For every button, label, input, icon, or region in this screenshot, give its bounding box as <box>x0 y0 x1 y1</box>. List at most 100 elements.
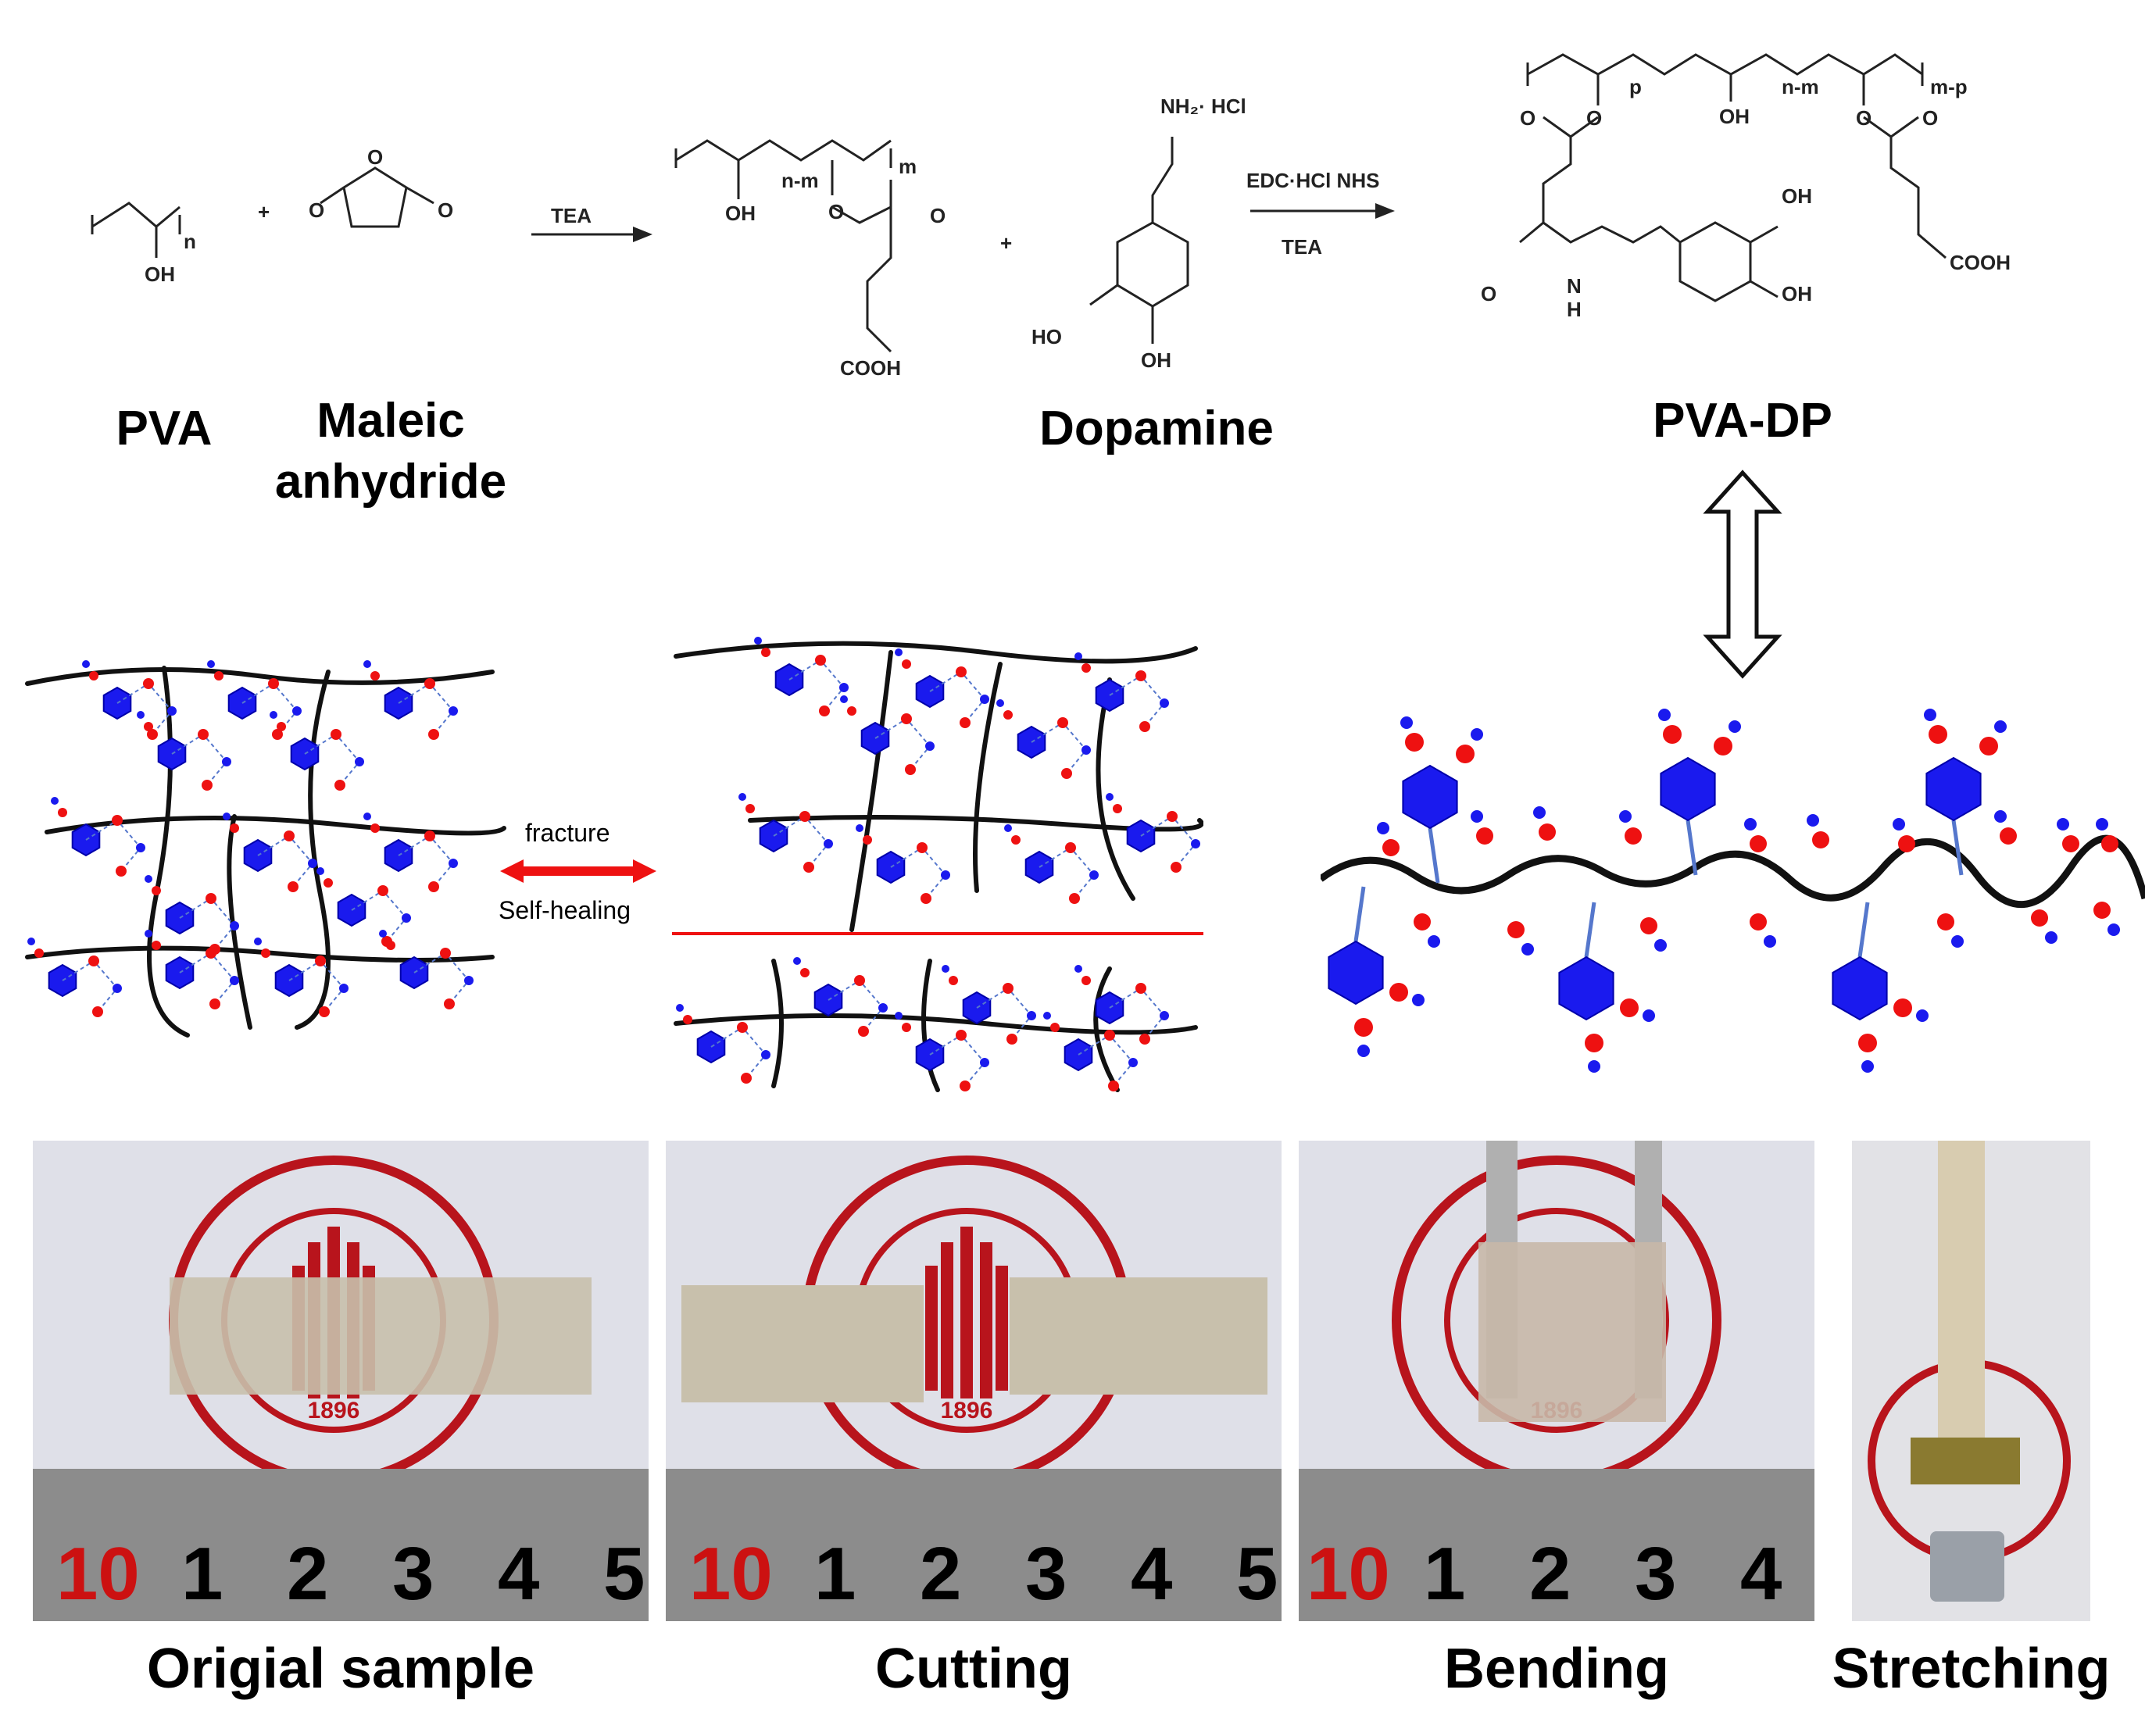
benzene-ring-icon <box>1402 764 1458 830</box>
hydrogen-atom <box>2107 923 2120 936</box>
oxygen-atom <box>424 830 435 841</box>
oxygen-atom <box>1104 1030 1115 1041</box>
hydrogen-bond <box>398 682 455 735</box>
anhydride-o-right: O <box>438 198 453 222</box>
oxygen-atom <box>1414 913 1431 931</box>
hydrogen-atom <box>1160 1011 1169 1020</box>
hydrogen-atom <box>1619 810 1632 823</box>
hydrogen-atom <box>2096 818 2108 830</box>
hydrogen-bond <box>1109 987 1166 1040</box>
oxygen-atom <box>1405 733 1424 752</box>
hydrogen-bond <box>890 846 947 899</box>
oxygen-atom <box>206 948 216 959</box>
hydrogen-atom <box>82 660 90 668</box>
oxygen-atom <box>683 1015 692 1024</box>
polymer-chain <box>227 814 252 1030</box>
hydrogen-atom <box>1893 818 1905 830</box>
hydrogen-bond <box>1031 721 1088 774</box>
oxygen-atom <box>261 948 270 958</box>
product-carbonyl-o-left: O <box>1520 106 1535 130</box>
hydrogen-atom <box>895 1012 903 1020</box>
oxygen-atom <box>1139 1034 1150 1045</box>
oxygen-atom <box>1750 835 1767 852</box>
oxygen-atom <box>1714 737 1732 755</box>
hydrogen-bond <box>85 819 142 872</box>
product-ester-o-right: O <box>1856 106 1872 130</box>
oxygen-atom <box>370 823 380 833</box>
hydrogen-atom <box>1400 716 1413 729</box>
oxygen-atom <box>1937 913 1954 931</box>
polymer-chain <box>973 662 1003 893</box>
ruler-num-4: 4 <box>1131 1532 1173 1616</box>
pva-dp-chain-diagram <box>1321 709 2145 1073</box>
hydrogen-atom <box>1994 810 2007 823</box>
reagent-edc-nhs: EDC·HCl NHS <box>1246 169 1379 192</box>
oxygen-atom <box>2062 835 2079 852</box>
hydrogen-atom <box>402 913 411 923</box>
oxygen-atom <box>1108 1081 1119 1091</box>
hydrogen-atom <box>449 859 458 868</box>
ruler-numbers: 10 1 2 3 4 5 <box>666 1531 1282 1616</box>
hydrogen-atom <box>207 660 215 668</box>
oxygen-atom <box>1003 710 1013 720</box>
hydrogen-atom <box>1521 943 1534 956</box>
oxygen-atom <box>1113 804 1122 813</box>
polymer-chain <box>295 670 331 1030</box>
oxygen-atom <box>1812 831 1829 848</box>
oxygen-atom <box>206 893 216 904</box>
oxygen-atom <box>1061 768 1072 779</box>
hydrogen-atom <box>1128 1058 1138 1067</box>
hydrogen-atom <box>1744 818 1757 830</box>
oxygen-atom <box>1139 721 1150 732</box>
hydrogen-atom <box>1004 824 1012 832</box>
oxygen-atom <box>214 671 223 680</box>
dopamine-oh-text: OH <box>1141 348 1171 372</box>
polymer-chain <box>25 667 495 686</box>
hydrogen-atom <box>363 660 371 668</box>
photo-original-sample: 1896 10 1 2 3 4 5 <box>33 1141 649 1621</box>
hydrogen-atom <box>1043 1012 1051 1020</box>
side-chain <box>1353 886 1366 942</box>
hydrogen-atom <box>1916 1009 1929 1022</box>
intermediate-carbonyl-o: O <box>930 204 946 227</box>
oxygen-atom <box>143 678 154 689</box>
oxygen-atom <box>1065 842 1076 853</box>
hydrogen-atom <box>941 870 950 880</box>
hydrogen-bond <box>1078 1034 1135 1087</box>
benzene-ring-icon <box>1328 940 1384 1006</box>
polymer-chain <box>748 815 1203 832</box>
hydrogen-atom <box>738 793 746 801</box>
hydrogen-atom <box>1807 814 1819 827</box>
hydrogen-bond <box>773 815 830 868</box>
hydrogen-atom <box>1377 822 1389 834</box>
ruler-numbers: 10 1 2 3 4 <box>1299 1531 1814 1616</box>
benzene-ring-icon <box>1925 756 1982 822</box>
hydrogen-atom <box>2045 931 2057 944</box>
caption-cutting: Cutting <box>875 1638 1072 1700</box>
caption-original-sample: Origial sample <box>146 1638 535 1700</box>
seal-year-1: 1896 <box>308 1398 360 1423</box>
oxygen-atom <box>1476 827 1493 845</box>
oxygen-atom <box>315 956 326 966</box>
hydrogen-atom <box>230 921 239 931</box>
seal-year-2: 1896 <box>941 1398 993 1423</box>
oxygen-atom <box>737 1022 748 1033</box>
hydrogen-atom <box>379 930 387 938</box>
pva-n-subscript: n <box>184 230 196 253</box>
pva-label: PVA <box>116 402 213 455</box>
oxygen-atom <box>1979 737 1998 755</box>
oxygen-atom <box>370 671 380 680</box>
hydrogen-atom <box>1588 1060 1600 1073</box>
oxygen-atom <box>1135 983 1146 994</box>
hydrogen-atom <box>1729 720 1741 733</box>
oxygen-atom <box>1640 917 1657 934</box>
oxygen-atom <box>799 811 810 822</box>
intermediate-ester-o: O <box>828 200 844 223</box>
ruler-num-1: 1 <box>1424 1532 1466 1616</box>
hydrogen-bond <box>257 834 314 888</box>
oxygen-atom <box>268 678 279 689</box>
metal-weights <box>1930 1531 2004 1602</box>
reagent-tea-1: TEA <box>551 204 592 227</box>
photo-cutting: 1896 10 1 2 3 4 5 <box>666 1141 1282 1621</box>
sample-strip <box>170 1277 592 1395</box>
